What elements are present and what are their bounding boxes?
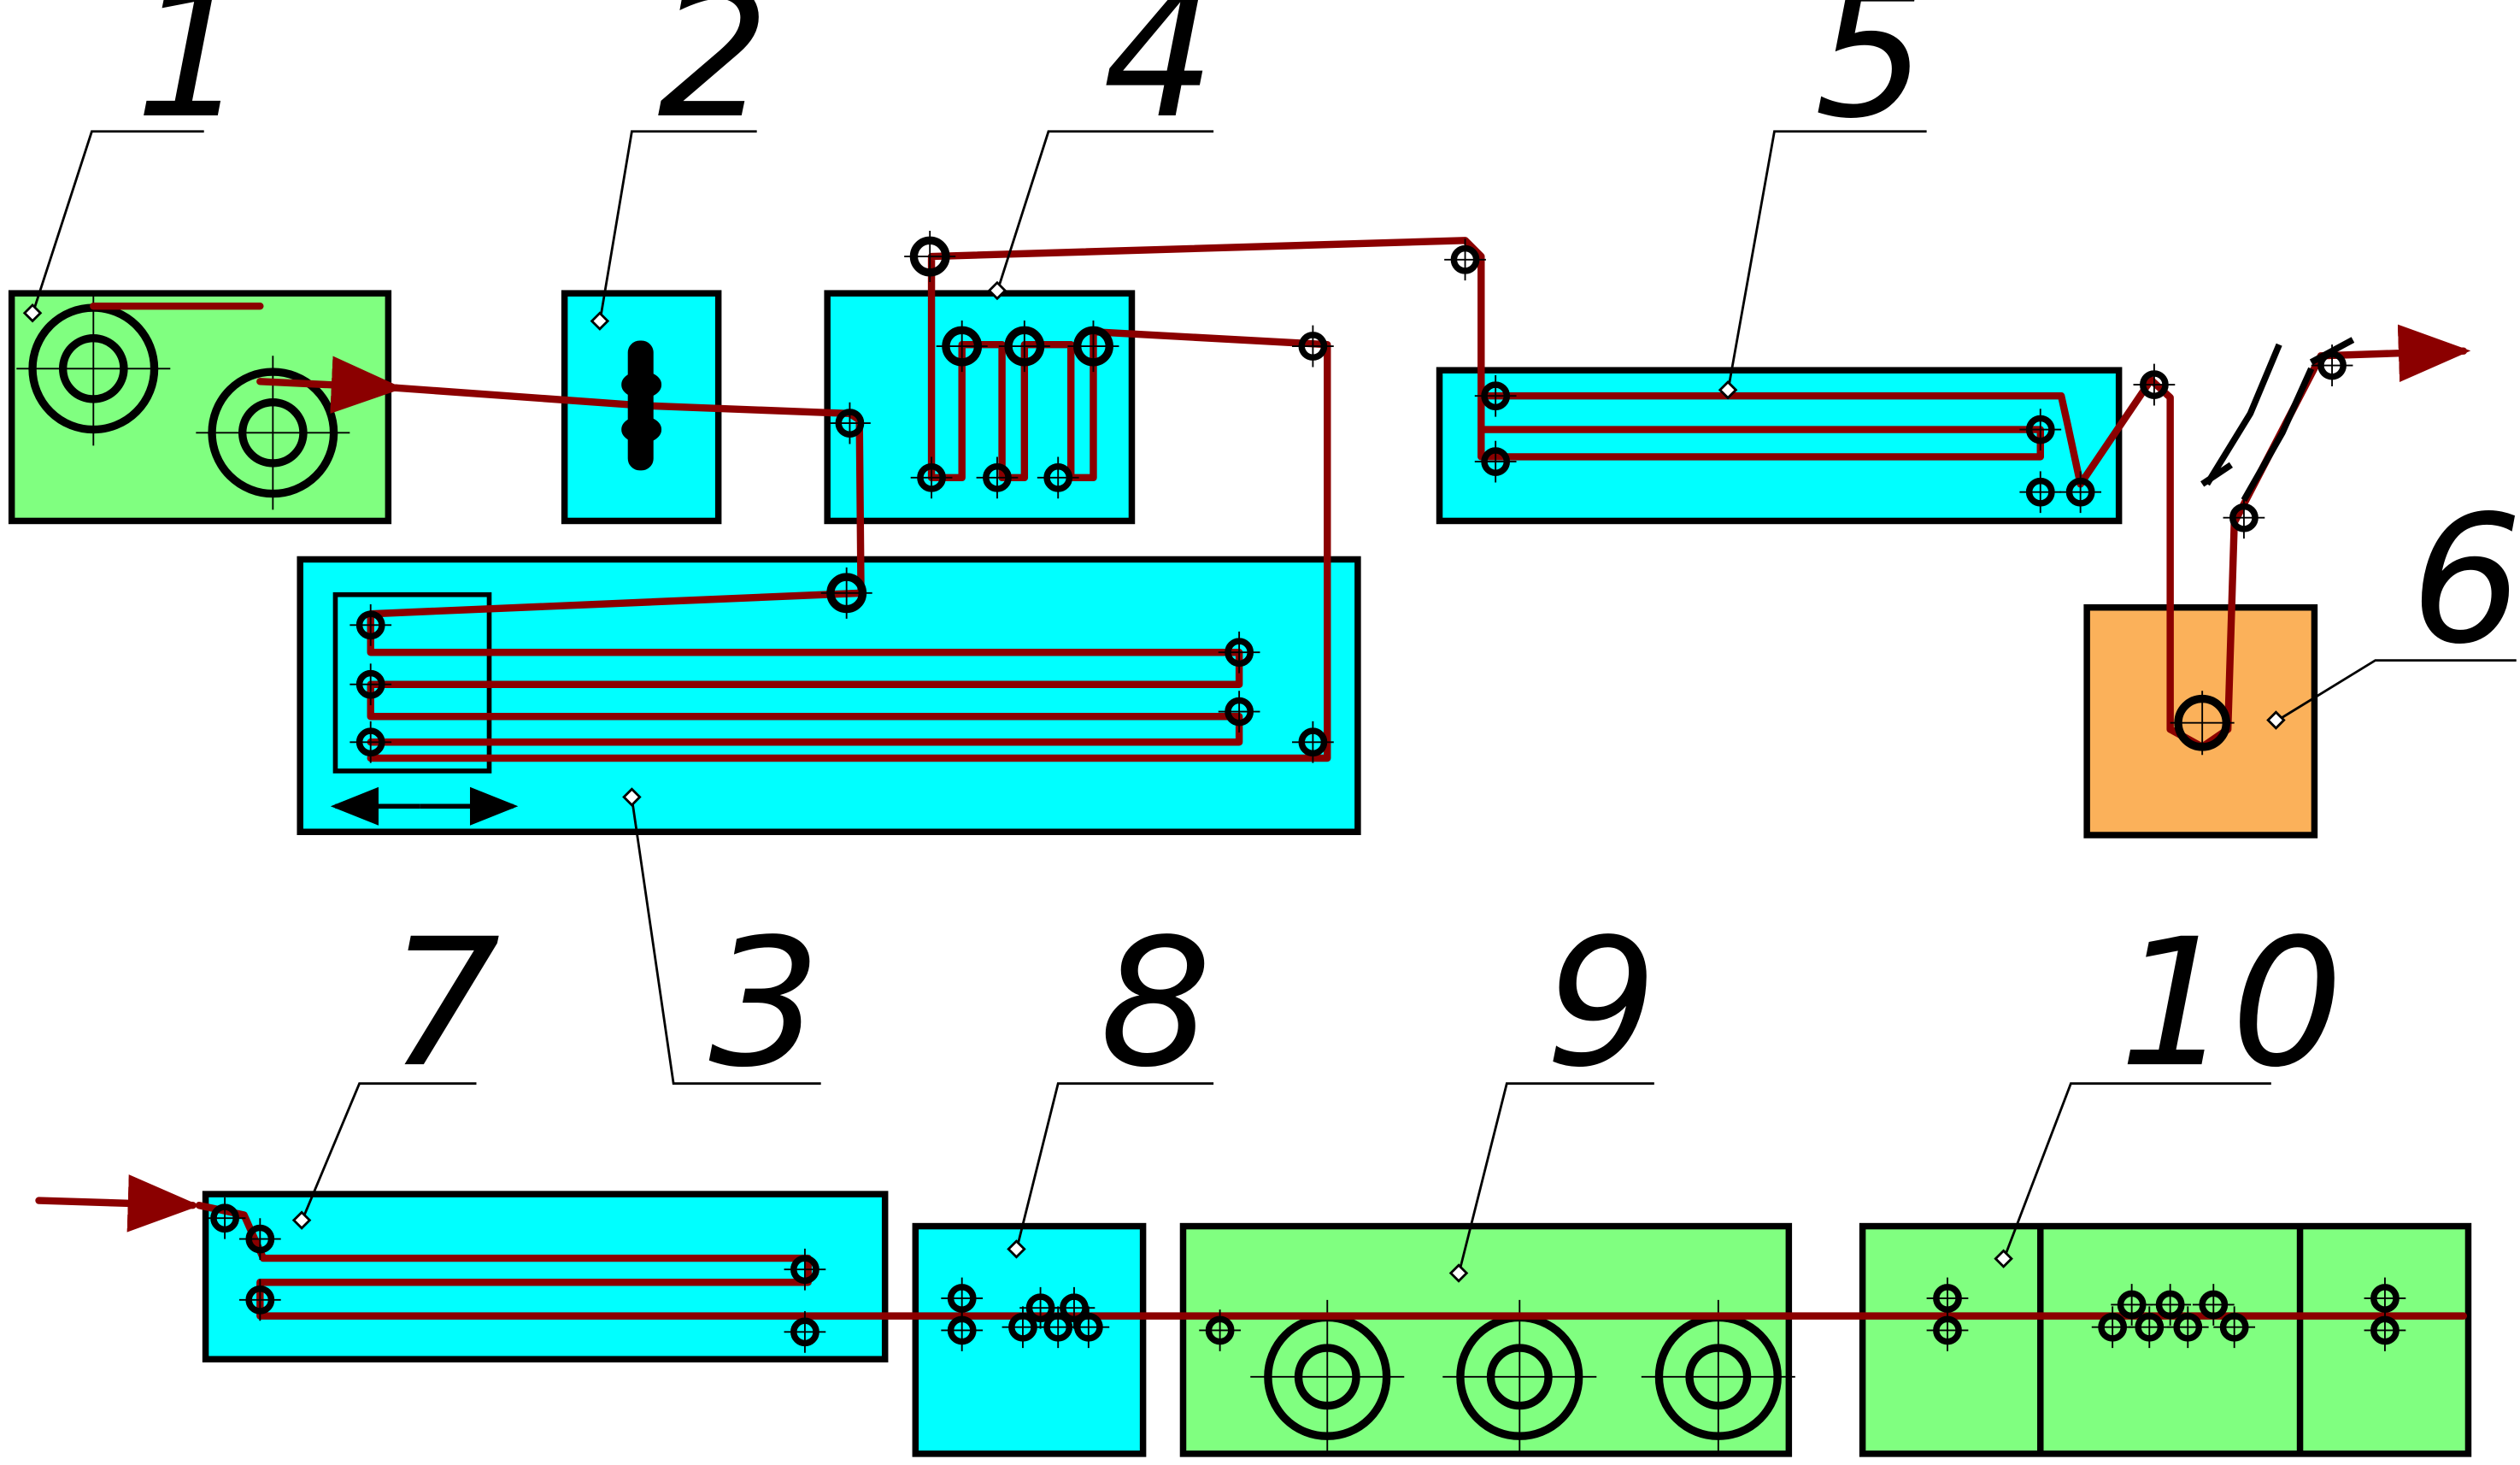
- strand-infeed: [256, 356, 404, 414]
- rollers: [204, 231, 2406, 1353]
- reel-1b: [196, 356, 350, 510]
- leader-lines: [31, 130, 2517, 1275]
- leader-markers: [22, 280, 2286, 1283]
- label-9: 9: [1545, 901, 1657, 1106]
- unit-labels: 1 2 4 5 6 3 7 8 9 10: [135, 0, 2520, 1106]
- strand-lower-infeed: [35, 1174, 201, 1233]
- label-1: 1: [135, 0, 247, 157]
- details: [330, 337, 2355, 826]
- unit-4-box: [824, 290, 1136, 525]
- unit-boxes: [8, 290, 2472, 1457]
- unit-10-box: [1859, 1222, 2472, 1457]
- unit-7-box: [202, 1191, 889, 1362]
- unit-6-roller: [2170, 691, 2235, 756]
- label-4: 4: [1103, 0, 1215, 157]
- label-5: 5: [1814, 0, 1926, 157]
- label-10: 10: [2119, 901, 2343, 1106]
- label-8: 8: [1100, 901, 1212, 1106]
- label-6: 6: [2411, 478, 2520, 683]
- strand-main-lower: [367, 237, 2471, 762]
- unit-3-box: [297, 556, 1361, 836]
- unit-2-guide: [627, 340, 654, 471]
- label-2: 2: [657, 0, 769, 157]
- unit-9-box: [1179, 1222, 1793, 1457]
- label-3: 3: [708, 901, 820, 1106]
- label-7: 7: [388, 901, 500, 1106]
